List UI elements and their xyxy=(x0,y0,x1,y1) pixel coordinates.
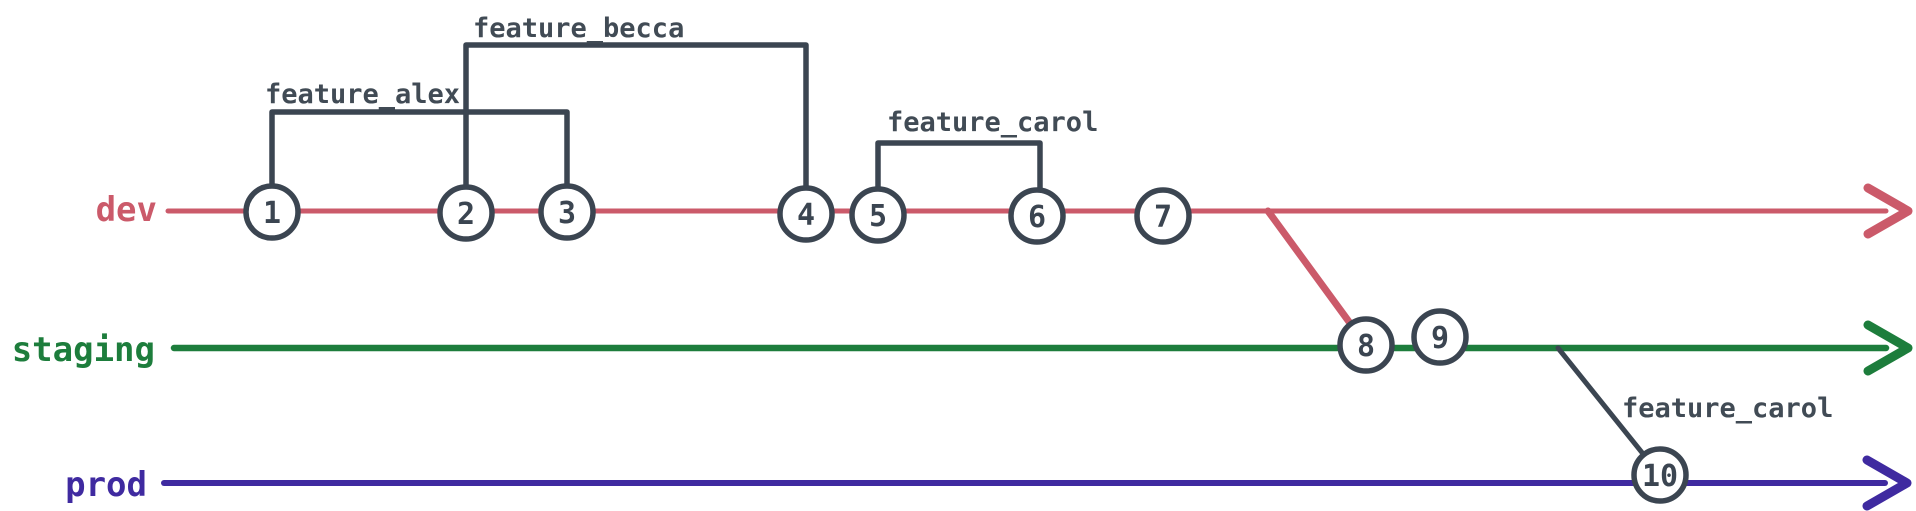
commit-number: 5 xyxy=(869,199,887,234)
commit-node-5: 5 xyxy=(849,186,907,244)
feature-branch-label: feature_alex xyxy=(265,79,460,110)
commit-circle xyxy=(849,186,907,244)
commit-circle xyxy=(777,185,835,243)
commit-node-8: 8 xyxy=(1337,316,1395,374)
feature-branch-label: feature_carol xyxy=(887,107,1098,138)
staging-arrowhead-icon xyxy=(1863,320,1913,376)
commit-number: 7 xyxy=(1154,200,1172,235)
commit-circle xyxy=(437,184,495,242)
commit-number: 8 xyxy=(1357,329,1375,364)
commit-circle xyxy=(1008,187,1066,245)
commit-node-7: 7 xyxy=(1134,187,1192,245)
branch-label-staging: staging xyxy=(12,330,155,370)
branch-label-prod: prod xyxy=(65,465,147,505)
commit-circle xyxy=(1337,316,1395,374)
commit-node-10: 10 xyxy=(1631,446,1689,504)
feature-bracket-line xyxy=(269,109,570,216)
feature-bracket-line xyxy=(463,42,809,217)
commit-circle xyxy=(1411,308,1469,366)
commit-circle xyxy=(1134,187,1192,245)
branch-dev: dev xyxy=(96,183,1913,239)
feature-branch-label: feature_carol xyxy=(1622,393,1833,424)
commit-node-3: 3 xyxy=(538,183,596,241)
commit-number: 2 xyxy=(457,197,475,232)
feature-bracket-feature_alex: feature_alex xyxy=(265,79,570,216)
feature-bracket-feature_carol: feature_carol xyxy=(875,107,1098,219)
commit-circle xyxy=(1631,446,1689,504)
dev-arrowhead-icon xyxy=(1863,183,1913,239)
commit-circle xyxy=(243,183,301,241)
branch-staging: staging xyxy=(12,320,1913,376)
commit-circle xyxy=(538,183,596,241)
commit-number: 1 xyxy=(263,196,281,231)
feature-bracket-feature_becca: feature_becca xyxy=(463,13,809,217)
commit-number: 4 xyxy=(797,198,815,233)
feature-branch-label: feature_becca xyxy=(473,13,684,44)
commit-node-6: 6 xyxy=(1008,187,1066,245)
branch-prod: prod xyxy=(65,455,1912,511)
commit-node-4: 4 xyxy=(777,185,835,243)
commit-node-2: 2 xyxy=(437,184,495,242)
commit-number: 6 xyxy=(1028,200,1046,235)
commit-number: 3 xyxy=(558,196,576,231)
commit-node-1: 1 xyxy=(243,183,301,241)
commit-node-9: 9 xyxy=(1411,308,1469,366)
commit-number: 9 xyxy=(1431,321,1449,356)
commit-number: 10 xyxy=(1642,459,1678,494)
prod-arrowhead-icon xyxy=(1862,455,1912,511)
feature-bracket-line xyxy=(875,140,1043,219)
branch-label-dev: dev xyxy=(96,190,157,230)
link-branch-staging-to-prod: feature_carol xyxy=(1555,345,1833,478)
